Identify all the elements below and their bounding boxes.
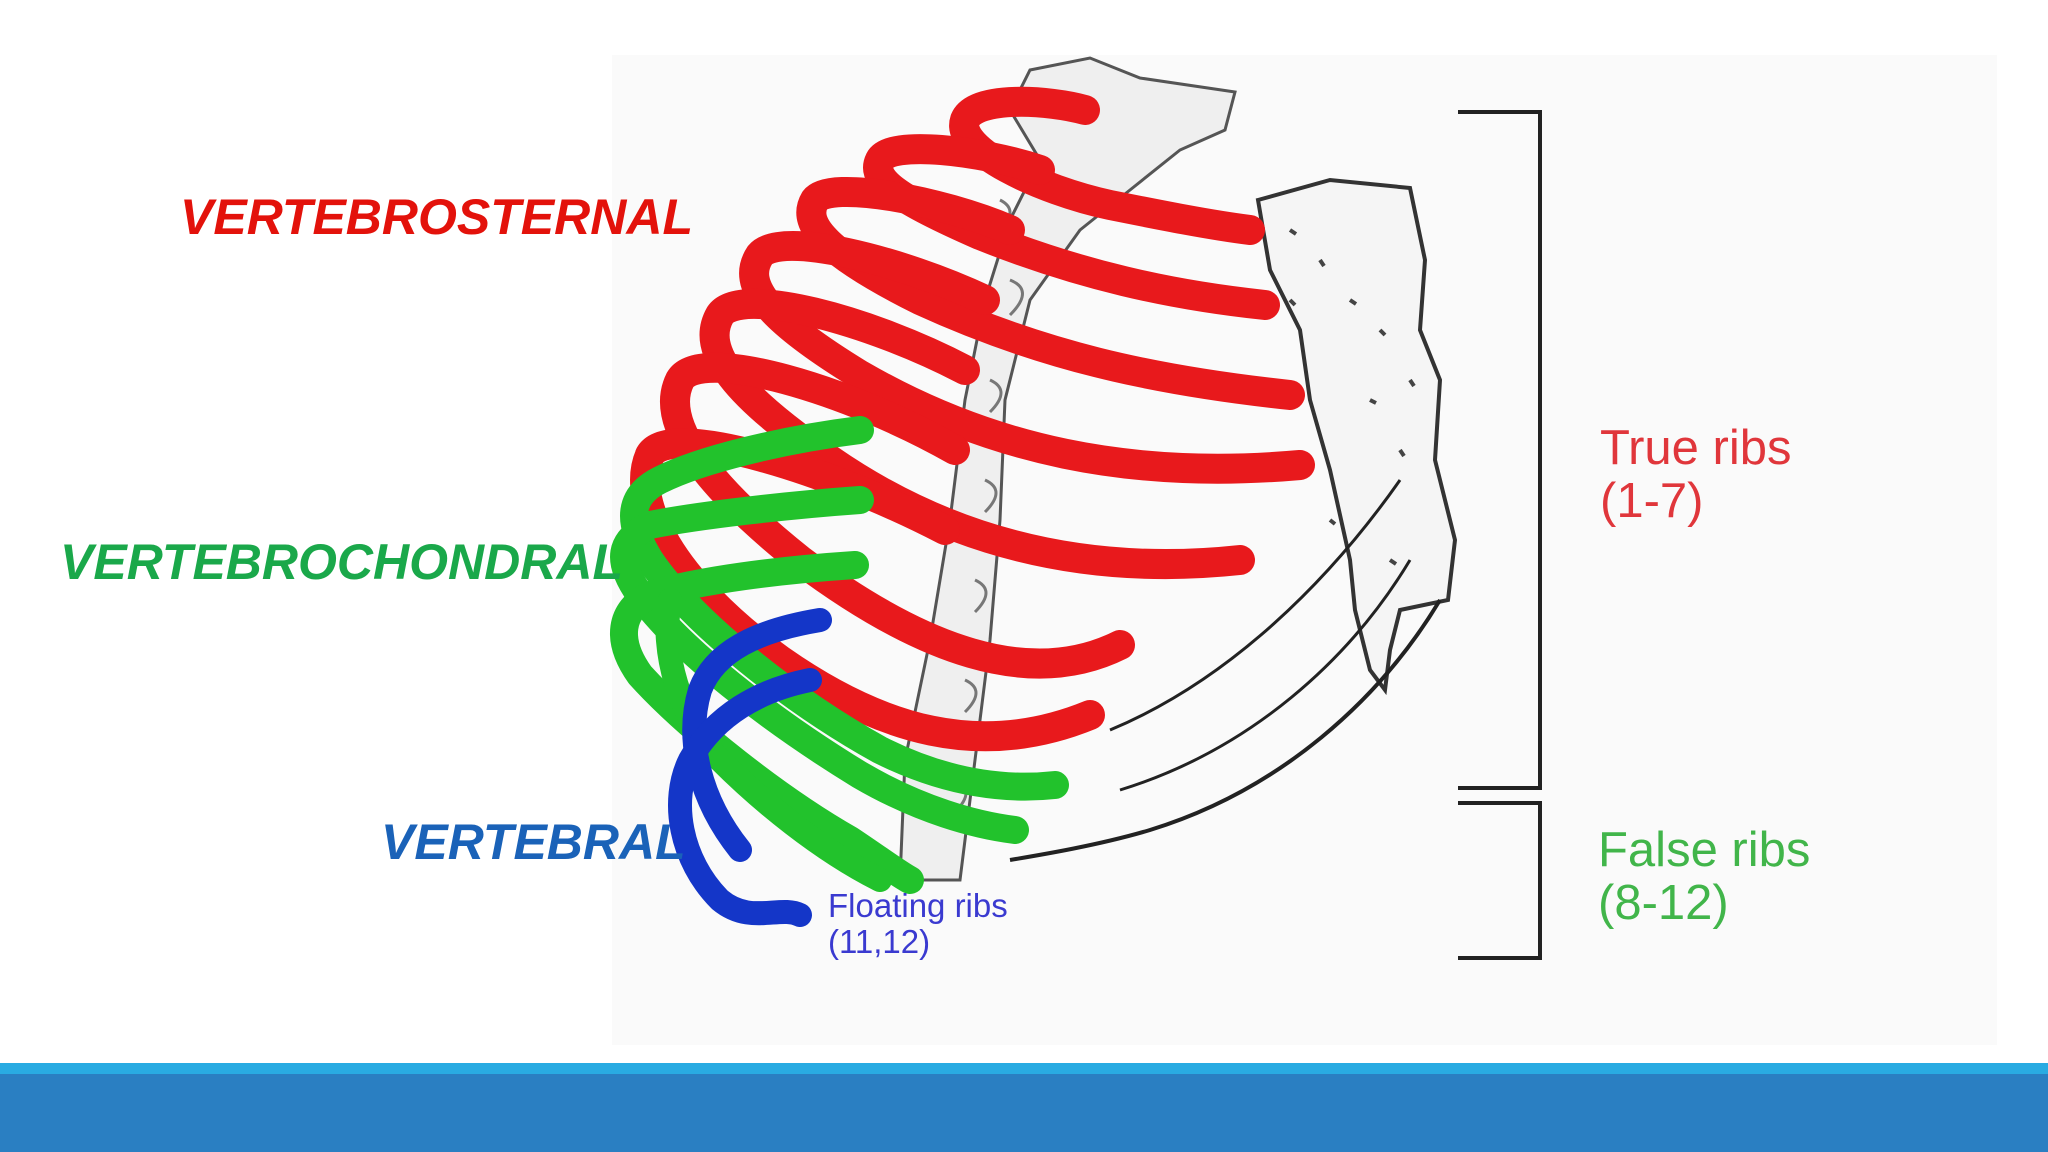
false-ribs-range: (8-12) bbox=[1598, 875, 1729, 930]
true-ribs-name: True ribs bbox=[1600, 421, 1792, 475]
rib-4 bbox=[739, 230, 1315, 484]
true-ribs-label: True ribs (1-7) bbox=[1600, 422, 1792, 528]
sternum-texture bbox=[1288, 228, 1416, 566]
false-ribs-name: False ribs bbox=[1598, 823, 1811, 877]
true-ribs-bracket bbox=[1458, 110, 1542, 790]
floating-ribs-label: Floating ribs (11,12) bbox=[828, 888, 1008, 959]
false-ribs bbox=[610, 416, 1069, 894]
rib-10 bbox=[610, 551, 924, 894]
rib-11 bbox=[682, 608, 832, 862]
floating-ribs-name: Floating ribs bbox=[828, 887, 1008, 924]
footer-accent-line bbox=[0, 1063, 2048, 1074]
true-ribs-range: (1-7) bbox=[1600, 473, 1704, 528]
rib-5 bbox=[699, 288, 1255, 580]
costal-margin bbox=[1009, 598, 1442, 862]
false-ribs-bracket bbox=[1458, 801, 1542, 960]
vertebrochondral-label: VERTEBROCHONDRAL bbox=[60, 534, 623, 590]
spine-texture bbox=[953, 198, 1024, 814]
false-ribs-label: False ribs (8-12) bbox=[1598, 824, 1810, 930]
footer-bar bbox=[0, 1074, 2048, 1152]
vertebral-label: VERTEBRAL bbox=[381, 814, 686, 870]
vertebrosternal-label: VERTEBROSTERNAL bbox=[180, 189, 694, 245]
floating-ribs bbox=[668, 608, 832, 927]
floating-ribs-range: (11,12) bbox=[828, 922, 931, 960]
sternum bbox=[1255, 177, 1458, 696]
rib-12 bbox=[668, 668, 822, 927]
